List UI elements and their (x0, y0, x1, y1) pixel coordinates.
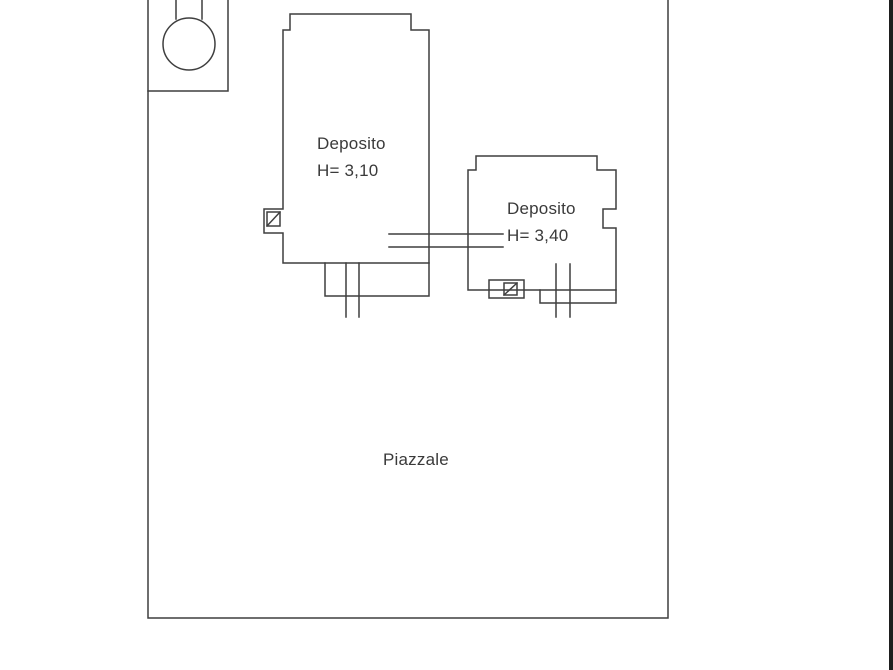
building-left-height-label: H= 3,10 (317, 161, 379, 180)
threshold-right-hatch (503, 282, 518, 296)
threshold-left-diagonal (265, 210, 282, 228)
building-right-outline (467, 155, 617, 291)
threshold-left-hatch (266, 211, 281, 227)
building-right-opening-ticks (555, 263, 571, 318)
threshold-right-diagonal (502, 281, 519, 297)
well-neck (175, 0, 203, 20)
property-boundary (147, 0, 669, 619)
scan-edge-artifact (889, 0, 893, 670)
building-right-porch (539, 289, 617, 304)
building-left-outline (263, 13, 430, 264)
building-right-height-label: H= 3,40 (507, 226, 569, 245)
threshold-right-box (488, 279, 525, 299)
building-left-label: Deposito (317, 134, 386, 153)
well-circle (162, 17, 216, 71)
building-right-label: Deposito (507, 199, 576, 218)
yard-label: Piazzale (383, 450, 449, 469)
well-enclosure (147, 0, 229, 92)
building-left-porch (324, 262, 430, 297)
building-left-opening-ticks (345, 262, 360, 318)
connecting-channel (388, 233, 504, 248)
